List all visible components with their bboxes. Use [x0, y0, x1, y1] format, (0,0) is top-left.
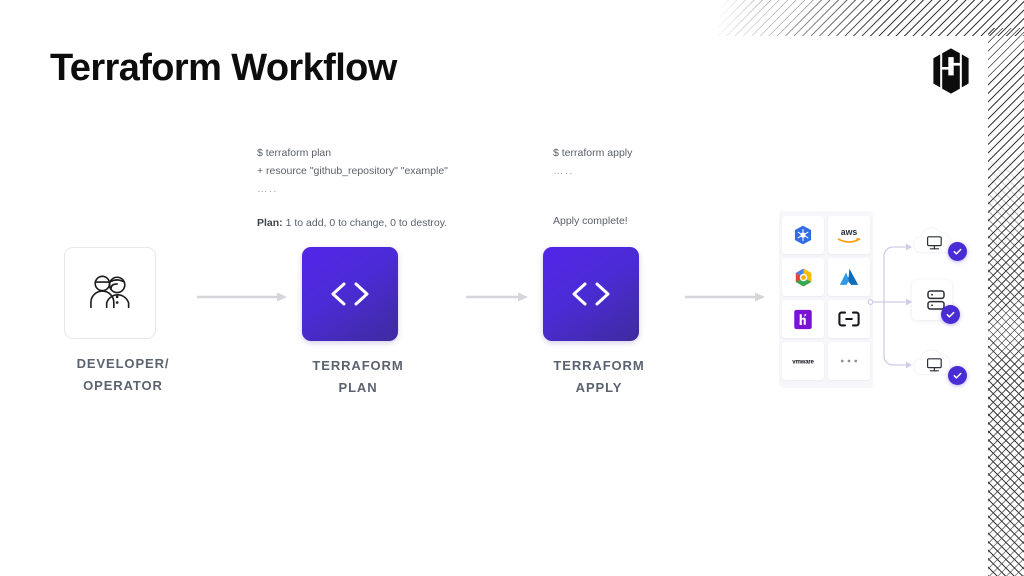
provider-tile-heroku[interactable] — [782, 300, 824, 338]
developer-operator-card — [64, 247, 156, 339]
provider-tile-bracket[interactable] — [828, 300, 870, 338]
svg-text:vmware: vmware — [792, 359, 814, 366]
plan-result-text: 1 to add, 0 to change, 0 to destroy. — [282, 217, 448, 229]
terminal-plan-ellipsis: ….. — [257, 183, 278, 195]
check-icon — [953, 248, 962, 255]
terminal-apply-result: Apply complete! — [553, 215, 628, 227]
stage-developer-operator-label: DEVELOPER/ OPERATOR — [64, 353, 182, 397]
terraform-plan-card — [302, 247, 398, 341]
server-icon — [927, 236, 942, 250]
status-badge-check-top — [948, 242, 967, 261]
vmware-logo: vmware — [792, 359, 814, 366]
provider-tile-vmware[interactable]: vmware — [782, 342, 824, 380]
resource-node-cloud-server-bottom[interactable] — [910, 342, 958, 382]
stage-terraform-plan: TERRAFORM PLAN — [302, 247, 414, 399]
fork-connector — [867, 243, 912, 369]
hashicorp-logo — [929, 48, 973, 94]
spacer — [553, 180, 632, 196]
label-line-2: APPLY — [575, 380, 623, 395]
check-icon — [946, 311, 955, 318]
kubernetes-logo — [794, 225, 812, 245]
azure-logo — [839, 268, 859, 285]
aws-logo: aws — [837, 227, 861, 243]
bracket-logo — [838, 311, 860, 327]
provider-tile-kubernetes[interactable] — [782, 216, 824, 254]
terminal-plan-result: Plan: 1 to add, 0 to change, 0 to destro… — [257, 214, 448, 232]
svg-text:aws: aws — [841, 227, 858, 237]
page-title: Terraform Workflow — [50, 47, 397, 89]
hatch-pattern-right — [988, 28, 1024, 576]
spacer — [553, 196, 632, 212]
terminal-plan-line1: $ terraform plan — [257, 147, 332, 159]
label-line-1: TERRAFORM — [553, 358, 645, 373]
provider-tile-more[interactable] — [828, 342, 870, 380]
two-people-icon — [90, 275, 130, 309]
resource-nodes-group — [866, 214, 991, 394]
stage-terraform-apply: TERRAFORM APPLY — [543, 247, 655, 399]
code-brackets-icon — [572, 282, 610, 306]
check-icon — [953, 372, 962, 379]
status-badge-check-middle — [941, 305, 960, 324]
provider-tile-azure[interactable] — [828, 258, 870, 296]
arrow-dev-to-plan — [197, 289, 287, 302]
google-cloud-logo — [795, 268, 811, 286]
spacer — [257, 198, 448, 214]
terminal-plan-line2: + resource "github_repository" "example" — [257, 165, 448, 177]
hatch-pattern-right-cross — [988, 150, 1024, 576]
terminal-apply-ellipsis: ….. — [553, 165, 574, 177]
plan-result-label: Plan: — [257, 217, 283, 229]
terraform-apply-card — [543, 247, 639, 341]
stage-terraform-apply-label: TERRAFORM APPLY — [543, 355, 655, 399]
terminal-output-apply: $ terraform apply ….. Apply complete! — [553, 144, 632, 230]
stage-terraform-plan-label: TERRAFORM PLAN — [302, 355, 414, 399]
arrow-plan-to-apply — [466, 289, 528, 302]
heroku-logo — [794, 309, 812, 329]
label-line-1: TERRAFORM PLAN — [312, 358, 404, 395]
provider-tile-aws[interactable]: aws — [828, 216, 870, 254]
provider-tile-google-cloud[interactable] — [782, 258, 824, 296]
stage-developer-operator: DEVELOPER/ OPERATOR — [64, 247, 182, 397]
label-line-1: DEVELOPER/ — [76, 356, 170, 371]
label-line-2: OPERATOR — [83, 378, 163, 393]
code-brackets-icon — [331, 282, 369, 306]
database-stack-icon — [927, 290, 945, 310]
terminal-output-plan: $ terraform plan + resource "github_repo… — [257, 144, 448, 232]
server-icon — [927, 358, 942, 372]
terminal-apply-line1: $ terraform apply — [553, 147, 633, 159]
arrow-apply-to-providers — [685, 289, 765, 302]
status-badge-check-bottom — [948, 366, 967, 385]
resource-node-database-middle[interactable] — [912, 280, 960, 320]
hatch-pattern-top — [718, 0, 1024, 36]
provider-grid: aws — [779, 211, 873, 388]
ellipsis-icon — [840, 359, 858, 363]
